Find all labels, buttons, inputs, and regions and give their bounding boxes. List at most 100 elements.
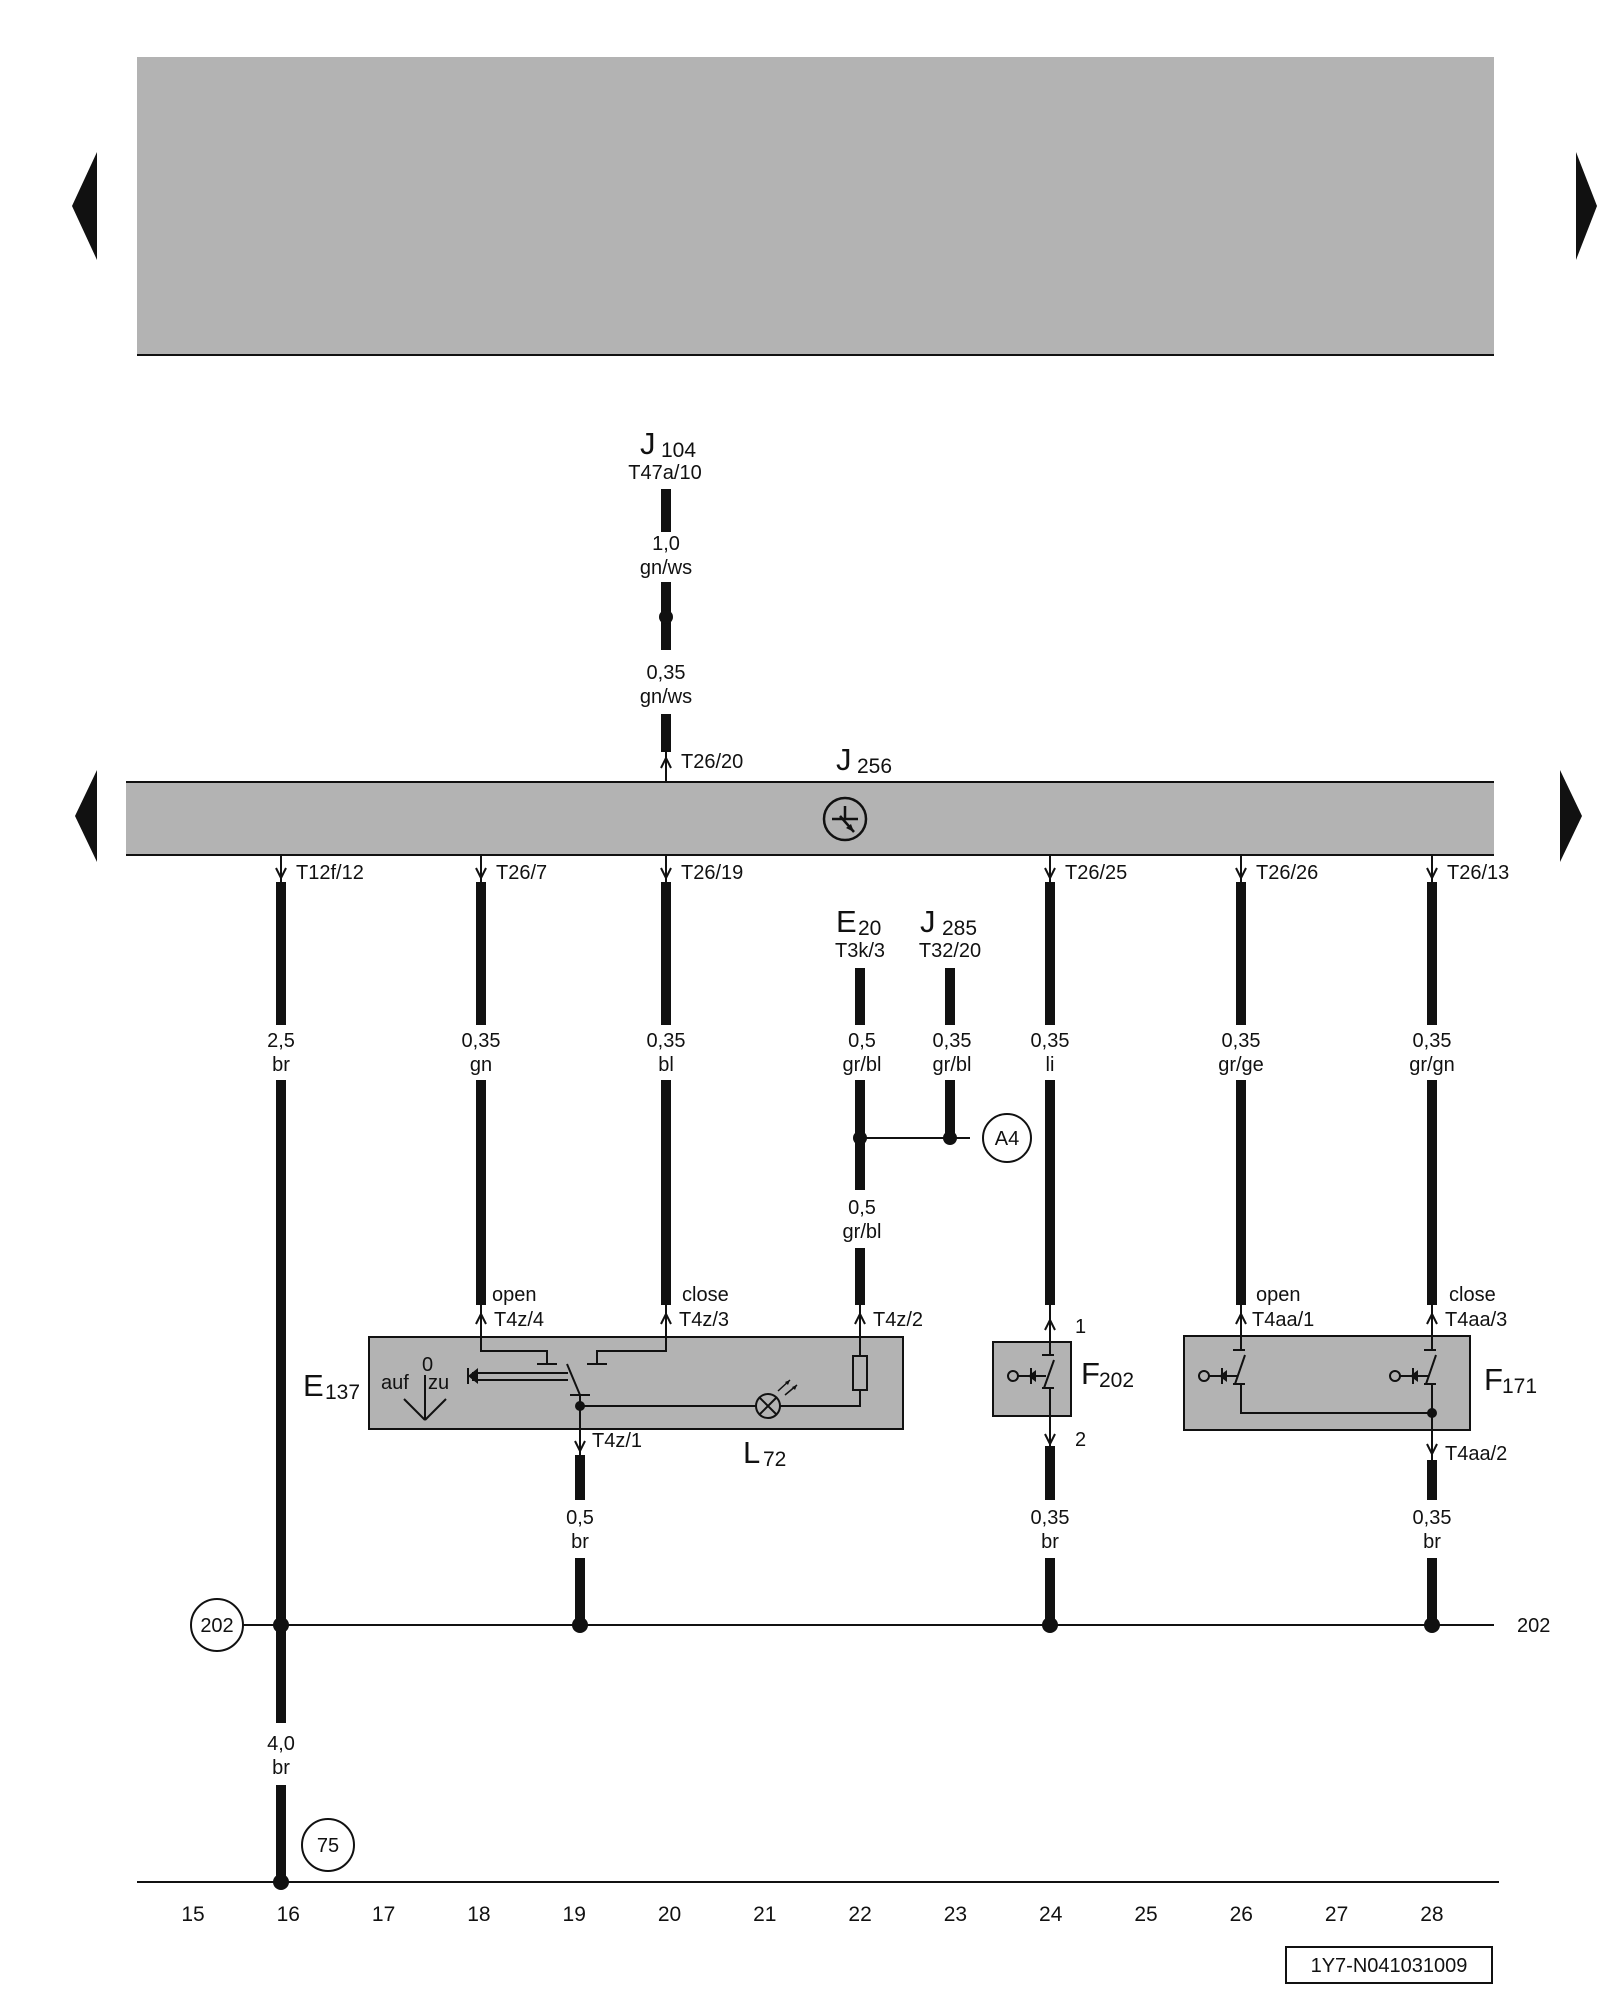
- pin-t26-13: T26/13: [1447, 862, 1509, 884]
- e20-label: E 20 T3k/3: [835, 904, 885, 962]
- j256-control-unit: [126, 782, 1494, 855]
- track-number: 23: [944, 1903, 967, 1926]
- connector-75[interactable]: [301, 1818, 355, 1872]
- pin-t26-25: T26/25: [1065, 862, 1127, 884]
- e20-sub: 20: [858, 917, 881, 940]
- f171-name: F: [1484, 1362, 1503, 1397]
- wire-size: 0,35: [1222, 1030, 1261, 1052]
- nav-next-icon[interactable]: [1560, 770, 1582, 862]
- wire-color: gn/ws: [640, 686, 692, 708]
- l72-name: L: [743, 1435, 760, 1470]
- connector-202-right-label: 202: [1517, 1615, 1550, 1637]
- f171-plunger-arrow: [1410, 1370, 1418, 1382]
- pin-t4z-4: T4z/4: [494, 1309, 544, 1331]
- track-number: 18: [467, 1903, 490, 1926]
- pins-switch-in: [475, 1305, 1438, 1342]
- wire-size: 0,5: [566, 1507, 594, 1529]
- pin-arrow: [660, 755, 672, 769]
- j285-label: J 285 T32/20: [919, 904, 981, 962]
- splice-dot: [273, 1617, 289, 1633]
- pin-arrow: [574, 1440, 586, 1454]
- wire-size: 0,5: [848, 1197, 876, 1219]
- switch-label-open: open: [1256, 1284, 1301, 1306]
- wire-size: 0,35: [462, 1030, 501, 1052]
- switch-label-close: close: [1449, 1284, 1496, 1306]
- nav-prev-icon[interactable]: [72, 152, 97, 260]
- j256-name: J: [836, 742, 852, 777]
- f171-door-lock-switch: [1183, 1335, 1471, 1431]
- pin-t4aa-3: T4aa/3: [1445, 1309, 1507, 1331]
- f171-plunger-arrow: [1219, 1370, 1227, 1382]
- wire-color: gr/gn: [1409, 1054, 1455, 1076]
- j285-name: J: [920, 904, 936, 939]
- j256-label: J 256: [836, 742, 892, 778]
- wire-color: gr/bl: [933, 1054, 972, 1076]
- doc-id-box: [1285, 1946, 1493, 1984]
- pin-t4z-3: T4z/3: [679, 1309, 729, 1331]
- splice-dot: [1427, 1408, 1437, 1418]
- e137-label: E 137: [303, 1368, 360, 1404]
- j104-name: J: [640, 426, 656, 461]
- track-number: 19: [563, 1903, 586, 1926]
- bulb-icon: [755, 1379, 798, 1419]
- wire-size: 0,35: [933, 1030, 972, 1052]
- wire-color: gr/ge: [1218, 1054, 1264, 1076]
- wire-size: 0,5: [848, 1030, 876, 1052]
- nav-next-icon[interactable]: [1576, 152, 1597, 260]
- wire-color: br: [1041, 1531, 1059, 1553]
- track-number: 15: [181, 1903, 204, 1926]
- j256-sub: 256: [857, 755, 892, 778]
- central-locking-symbol-icon: [822, 796, 868, 842]
- pin-t4z-2: T4z/2: [873, 1309, 923, 1331]
- track-number: 28: [1420, 1903, 1443, 1926]
- pin-t26-26: T26/26: [1256, 862, 1318, 884]
- connector-a4[interactable]: [982, 1113, 1032, 1163]
- track-number: 24: [1039, 1903, 1063, 1926]
- connector-202-left[interactable]: [190, 1598, 244, 1652]
- wire-color: bl: [658, 1054, 674, 1076]
- f202-name: F: [1081, 1356, 1100, 1391]
- connector-a4-label: A4: [995, 1128, 1019, 1150]
- f202-plunger-arrow: [1028, 1370, 1036, 1382]
- j104-sub: 104: [661, 439, 696, 462]
- doc-id: 1Y7-N041031009: [1311, 1955, 1468, 1977]
- pin-t26-19: T26/19: [681, 862, 743, 884]
- wire-size: 0,35: [647, 1030, 686, 1052]
- pin-t4z-1: T4z/1: [592, 1430, 642, 1452]
- resistor-icon: [852, 1355, 868, 1391]
- pin-t26-7: T26/7: [496, 862, 547, 884]
- e137-zu: zu: [428, 1372, 449, 1394]
- splice-dot: [273, 1874, 289, 1890]
- track-number: 17: [372, 1903, 395, 1926]
- wire-size: 0,35: [1031, 1030, 1070, 1052]
- pin-arrow: [1044, 1433, 1056, 1447]
- wire-size: 0,35: [1413, 1507, 1452, 1529]
- l72-label: L 72: [743, 1435, 786, 1471]
- door-contact-switch-icon: [1198, 1336, 1432, 1414]
- pin-f202-1: 1: [1075, 1316, 1086, 1338]
- actuator-arrow-icon: [468, 1368, 478, 1384]
- j104-pin: T47a/10: [628, 462, 701, 484]
- track-number: 25: [1134, 1903, 1157, 1926]
- wire-size: 0,35: [1031, 1507, 1070, 1529]
- upper-component-panel: [137, 57, 1494, 355]
- track-number: 21: [753, 1903, 776, 1926]
- e137-position-symbol: 0 auf zu: [381, 1354, 449, 1421]
- wire-color: gr/bl: [843, 1054, 882, 1076]
- nav-prev-icon[interactable]: [75, 770, 97, 862]
- pin-t12f-12: T12f/12: [296, 862, 364, 884]
- j104-label: J 104 T47a/10: [628, 426, 701, 484]
- wire-color: gn/ws: [640, 557, 692, 579]
- switch-label-close: close: [682, 1284, 729, 1306]
- splice-dot: [659, 610, 673, 624]
- e20-name: E: [836, 904, 857, 939]
- f171-sub: 171: [1502, 1375, 1537, 1398]
- wire-size: 0,35: [647, 662, 686, 684]
- e137-name: E: [303, 1368, 324, 1403]
- track-number: 20: [658, 1903, 681, 1926]
- f171-label: F 171: [1484, 1362, 1537, 1398]
- pins-j256-out: [275, 855, 1438, 882]
- wire-color: br: [272, 1757, 290, 1779]
- wire-size: 1,0: [652, 533, 680, 555]
